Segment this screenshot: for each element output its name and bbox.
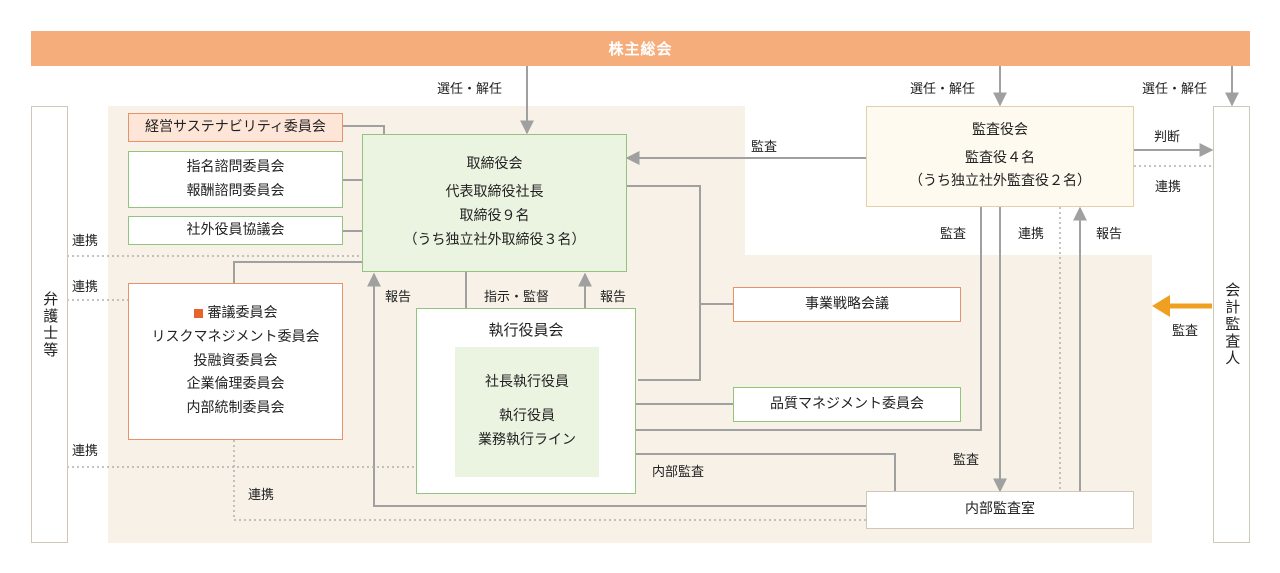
instruct-label: 指示・監督 <box>484 290 550 305</box>
audit-left-label: 監査 <box>940 227 967 242</box>
judgment-label: 判断 <box>1154 130 1181 145</box>
auditors-independent: （うち独立社外監査役２名） <box>909 173 1091 190</box>
square-bullet-icon <box>193 308 203 318</box>
executive-board-box: 執行役員会 社長執行役員 執行役員 業務執行ライン <box>416 308 636 494</box>
advisory-committees-box: 指名諮問委員会 報酬諮問委員会 <box>128 151 343 208</box>
coop-label-1: 連携 <box>72 234 99 249</box>
nomination-label: 指名諮問委員会 <box>186 158 285 175</box>
coop-mid-label: 連携 <box>1018 227 1045 242</box>
elect-label-2: 選任・解任 <box>910 82 976 97</box>
board-of-directors-box: 取締役会 代表取締役社長 取締役９名 （うち独立社外取締役３名） <box>362 134 627 272</box>
accounting-auditor-label: 会計監査人 <box>1223 282 1242 367</box>
outside-officers-box: 社外役員協議会 <box>128 216 343 245</box>
exec-officers: 執行役員 <box>499 408 555 425</box>
audit-internal-label: 監査 <box>953 453 980 468</box>
coop-bottom-label: 連携 <box>248 488 275 503</box>
internal-audit-label: 内部監査室 <box>965 501 1035 518</box>
elect-label-1: 選任・解任 <box>437 82 503 97</box>
remuneration-label: 報酬諮問委員会 <box>186 182 285 199</box>
report-exec-label: 報告 <box>600 290 627 305</box>
report-left-label: 報告 <box>385 290 412 305</box>
outside-officers-label: 社外役員協議会 <box>186 221 285 238</box>
elect-label-3: 選任・解任 <box>1142 82 1208 97</box>
coop-label-2: 連携 <box>72 280 99 295</box>
committees-box: 審議委員会 リスクマネジメント委員会 投融資委員会 企業倫理委員会 内部統制委員… <box>128 283 343 440</box>
strategy-label: 事業戦略会議 <box>805 295 889 312</box>
ethics-committee: 企業倫理委員会 <box>186 376 285 393</box>
exec-line: 業務執行ライン <box>478 431 576 448</box>
deliberation-committee: 審議委員会 <box>193 302 278 326</box>
strategy-meeting-box: 事業戦略会議 <box>733 287 961 322</box>
risk-committee: リスクマネジメント委員会 <box>151 328 320 345</box>
internal-control-committee: 内部統制委員会 <box>186 400 285 417</box>
internal-audit-box: 内部監査室 <box>866 491 1134 529</box>
lawyers-box: 弁護士等 <box>31 106 68 543</box>
internal-audit-arrow-label: 内部監査 <box>652 465 705 480</box>
sustainability-label: 経営サステナビリティ委員会 <box>145 118 326 135</box>
exec-inner-box: 社長執行役員 執行役員 業務執行ライン <box>455 347 599 477</box>
shareholders-banner: 株主総会 <box>31 31 1250 66</box>
lawyers-label: 弁護士等 <box>41 290 60 359</box>
quality-committee-box: 品質マネジメント委員会 <box>733 387 961 422</box>
audit-accountant-label: 監査 <box>1172 324 1199 339</box>
coop-right-label: 連携 <box>1155 180 1182 195</box>
board-title: 取締役会 <box>466 156 523 173</box>
investment-committee: 投融資委員会 <box>193 352 278 369</box>
board-independent: （うち独立社外取締役３名） <box>403 231 586 248</box>
executive-board-title: 執行役員会 <box>488 321 564 339</box>
audit-board-title: 監査役会 <box>972 121 1028 138</box>
audit-board-label: 監査 <box>751 140 778 155</box>
board-president: 代表取締役社長 <box>445 184 544 201</box>
quality-label: 品質マネジメント委員会 <box>770 395 924 412</box>
coop-label-3: 連携 <box>72 444 99 459</box>
audit-board-box: 監査役会 監査役４名 （うち独立社外監査役２名） <box>866 106 1134 207</box>
report-right-label: 報告 <box>1096 227 1123 242</box>
board-directors: 取締役９名 <box>459 208 530 224</box>
president-exec: 社長執行役員 <box>485 374 569 391</box>
sustainability-committee-box: 経営サステナビリティ委員会 <box>128 113 343 142</box>
auditors-count: 監査役４名 <box>965 149 1035 166</box>
accounting-auditor-box: 会計監査人 <box>1213 106 1250 543</box>
shareholders-label: 株主総会 <box>608 40 673 58</box>
